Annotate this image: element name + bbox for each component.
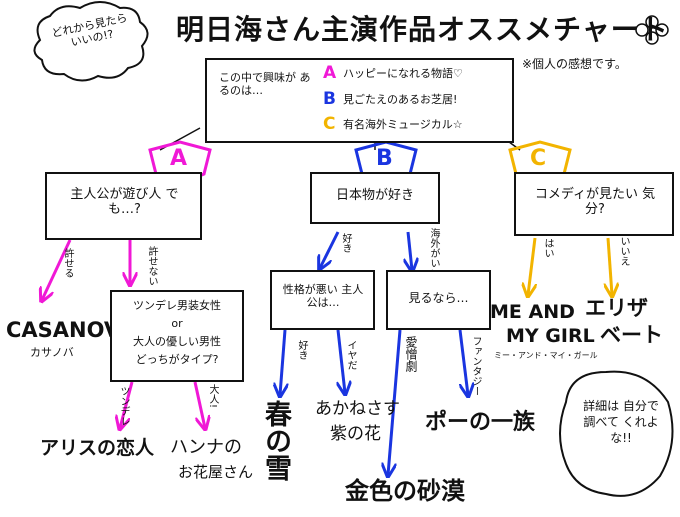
branch-a-sub-question-box: ツンデレ男装女性 or 大人の優しい男性 どっちがタイプ? — [110, 290, 244, 382]
result-elisabeth-line1: エリザ — [585, 296, 648, 320]
disclaimer-note: ※個人の感想です。 — [522, 57, 627, 71]
branch-b-left-question-box: 性格が悪い 主人公は… — [270, 270, 375, 330]
branch-c-no-label: いいえ — [618, 236, 629, 266]
branch-b-left-question: 性格が悪い 主人公は… — [282, 283, 364, 309]
result-me-and-my-girl-kana: ミー・アンド・マイ・ガール — [494, 351, 598, 360]
branch-b-left-label: 好き — [340, 233, 351, 253]
branch-b-right-label: 海外がいい — [428, 228, 439, 278]
branch-c-yes-label: はい — [542, 238, 553, 258]
branch-b-question-box: 日本物が好き — [310, 172, 440, 224]
legend-box: この中で興味が あるのは… A ハッピーになれる物語♡ B 見ごたえのあるお芝居… — [205, 58, 514, 143]
branch-b-right-question: 見るなら… — [408, 291, 469, 305]
branch-b-ll-label: 好き — [296, 340, 307, 360]
result-elisabeth-line2: ベート — [600, 323, 663, 347]
branch-a-no-label: 許せない — [146, 246, 157, 286]
branch-a-right-label: 大人! — [207, 384, 218, 409]
result-poe-no-ichizoku: ポーの一族 — [425, 410, 536, 435]
branch-a-question-box: 主人公が遊び人 でも…? — [45, 172, 202, 240]
legend-letter-a: A — [323, 63, 337, 83]
result-hanna-line2: お花屋さん — [178, 463, 254, 481]
result-casanova-kana: カサノバ — [30, 346, 74, 359]
branch-b-rl-label: 愛憎劇 — [404, 336, 418, 372]
branch-b-right-question-box: 見るなら… — [386, 270, 491, 330]
result-me-and-my-girl-line1: ME AND — [490, 301, 575, 323]
branch-a-sub-q-line3: どっちがタイプ? — [135, 353, 219, 366]
legend-item-a: ハッピーになれる物語♡ — [343, 67, 463, 80]
branch-a-sub-q-line1: ツンデレ男装女性 — [133, 299, 221, 312]
result-akanesasu-line2: 紫の花 — [330, 424, 381, 444]
branch-a-left-label: ツンデレ — [118, 386, 129, 426]
result-alice: アリスの恋人 — [40, 437, 155, 459]
header-bubble-shape — [33, 1, 149, 82]
legend-item-b: 見ごたえのあるお芝居! — [343, 93, 458, 106]
result-hanna-line1: ハンナの — [170, 437, 242, 458]
flower-doodle — [635, 15, 669, 45]
branch-a-sub-q-or: or — [171, 317, 183, 330]
branch-a-question: 主人公が遊び人 でも…? — [70, 187, 179, 217]
branch-c-question-box: コメディが見たい 気分? — [514, 172, 674, 236]
branch-b-rr-label: ファンタジー — [470, 336, 481, 396]
branch-a-letter: A — [170, 146, 188, 171]
footer-bubble-text: 詳細は 自分で 調べて くれよな!! — [583, 399, 659, 446]
page-title: 明日海さん主演作品オススメチャート — [176, 13, 669, 46]
result-kin-iro-no-sabaku: 金色の砂漠 — [345, 477, 465, 505]
result-me-and-my-girl-line2: MY GIRL — [506, 325, 595, 347]
legend-item-c: 有名海外ミュージカル☆ — [343, 118, 463, 131]
legend-letter-c: C — [323, 114, 336, 134]
branch-c-question: コメディが見たい 気分? — [534, 187, 656, 217]
branch-a-sub-q-line2: 大人の優しい男性 — [133, 335, 221, 348]
legend-intro: この中で興味が あるのは… — [219, 71, 311, 97]
result-akanesasu-line1: あかねさす — [315, 399, 400, 419]
branch-b-lr-label: イヤだ — [345, 340, 356, 370]
branch-b-question: 日本物が好き — [335, 188, 414, 203]
footer-bubble-shape — [559, 370, 674, 497]
legend-letter-b: B — [323, 89, 336, 109]
branch-a-yes-label: 許せる — [62, 248, 73, 278]
result-haru-no-yuki: 春の雪 — [260, 400, 291, 481]
branch-c-letter: C — [530, 146, 547, 171]
branch-b-letter: B — [376, 146, 393, 171]
